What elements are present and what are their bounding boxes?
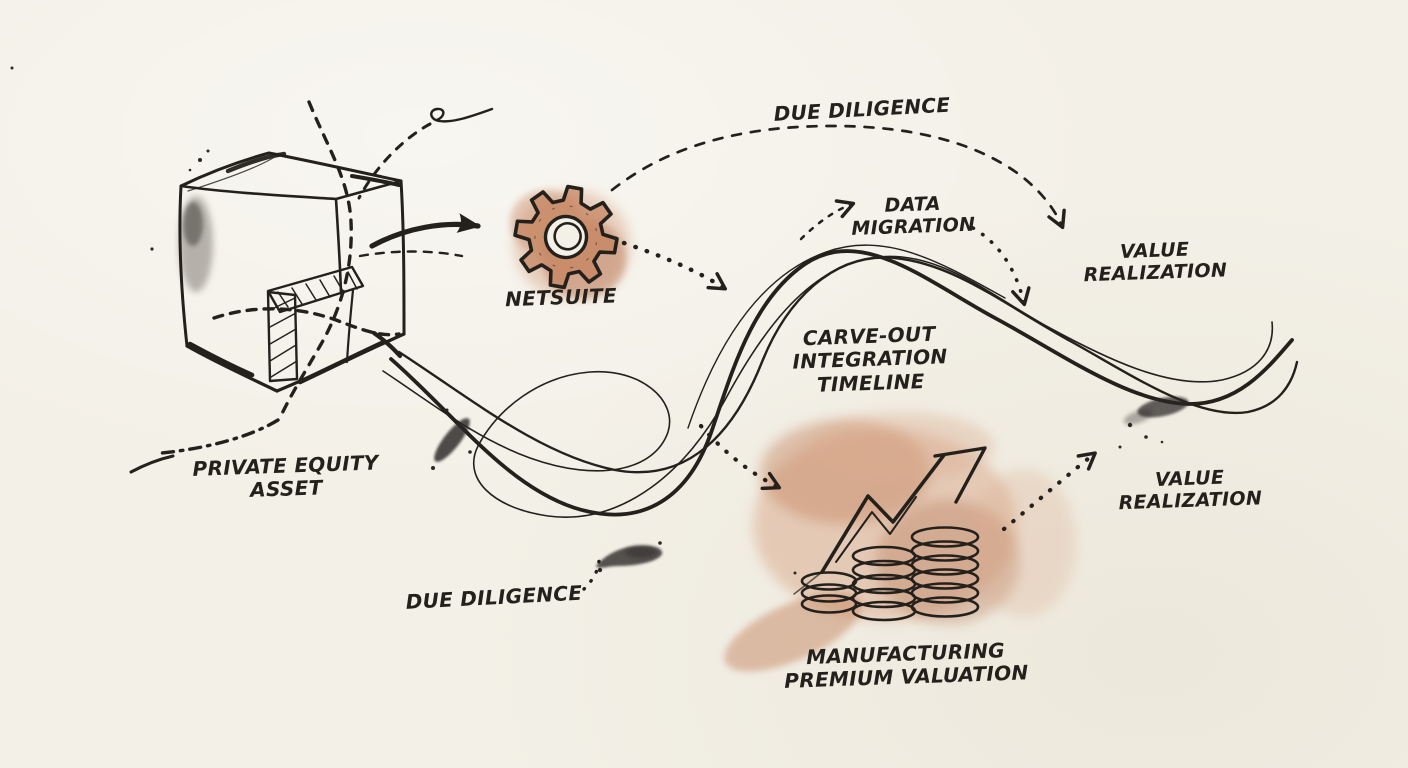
dotted-trail-due-diligence	[582, 554, 601, 591]
data-migration-label: DATA MIGRATION	[850, 192, 976, 241]
label-line: MIGRATION	[851, 213, 976, 241]
arrow-gear-to-value-realization-top	[610, 124, 1066, 230]
private-equity-asset-label: PRIVATE EQUITY ASSET	[192, 450, 380, 504]
arrow-data-migration-to-timeline	[971, 226, 1031, 307]
ink-splotch-left	[434, 418, 663, 568]
value-realization-bottom-label: VALUE REALIZATION	[1117, 465, 1262, 515]
arrow-valuation-to-value-realization	[1001, 451, 1097, 532]
dotted-arrows	[582, 124, 1097, 591]
manufacturing-premium-label: MANUFACTURING PREMIUM VALUATION	[783, 638, 1029, 693]
arrow-to-data-migration	[799, 199, 856, 241]
carved-cube-icon	[178, 151, 406, 393]
ink-specks	[10, 66, 1164, 575]
growth-arrow-icon	[793, 446, 987, 595]
carve-out-timeline-label: CARVE-OUT INTEGRATION TIMELINE	[791, 322, 948, 398]
arrow-gear-to-timeline	[621, 240, 727, 291]
cube-ink-wash-core	[183, 202, 203, 246]
coin-stacks-icon	[800, 526, 980, 622]
coin-stack-tall	[910, 526, 980, 618]
value-realization-top-label: VALUE REALIZATION	[1082, 237, 1227, 287]
gear-icon	[513, 184, 619, 290]
arrow-timeline-to-valuation	[698, 423, 782, 491]
ink-splotch-right	[1123, 396, 1189, 425]
netsuite-label: NETSUITE	[504, 283, 618, 312]
cut-path-dashes	[129, 100, 494, 474]
arrow-cube-to-gear	[369, 213, 481, 249]
coin-stack-medium	[851, 545, 917, 622]
label-line: NETSUITE	[504, 283, 618, 312]
